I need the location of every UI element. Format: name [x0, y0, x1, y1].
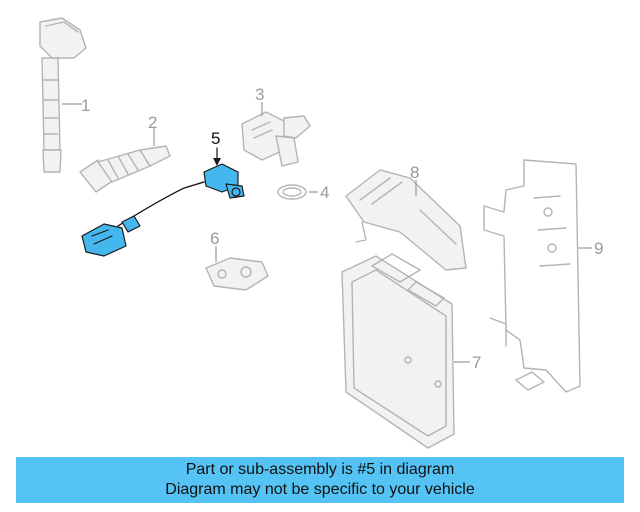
- banner-line-2: Diagram may not be specific to your vehi…: [165, 481, 475, 498]
- callout-2: 2: [148, 113, 157, 132]
- callout-1: 1: [81, 96, 90, 115]
- callout-5: 5: [211, 129, 220, 148]
- callout-4: 4: [320, 183, 329, 202]
- o-ring: [277, 184, 307, 200]
- camshaft-sensor: [241, 111, 311, 167]
- callout-8: 8: [410, 163, 419, 182]
- ignition-coil: [39, 17, 87, 173]
- engine-control-unit: [341, 253, 455, 449]
- callout-9: 9: [594, 239, 603, 258]
- banner-line-1: Part or sub-assembly is #5 in diagram: [185, 461, 455, 478]
- crankshaft-sensor-part-5[interactable]: [81, 163, 245, 257]
- callout-3: 3: [255, 85, 264, 104]
- callout-6: 6: [210, 229, 219, 248]
- sensor-6: [205, 257, 269, 291]
- mounting-bracket: [483, 159, 581, 393]
- spark-plug: [79, 145, 171, 193]
- info-banner: Part or sub-assembly is #5 in diagram Di…: [16, 457, 624, 503]
- ecu-cover: [345, 169, 467, 271]
- callout-7: 7: [472, 353, 481, 372]
- parts-diagram: 1 2 3 4 6 8: [39, 17, 603, 449]
